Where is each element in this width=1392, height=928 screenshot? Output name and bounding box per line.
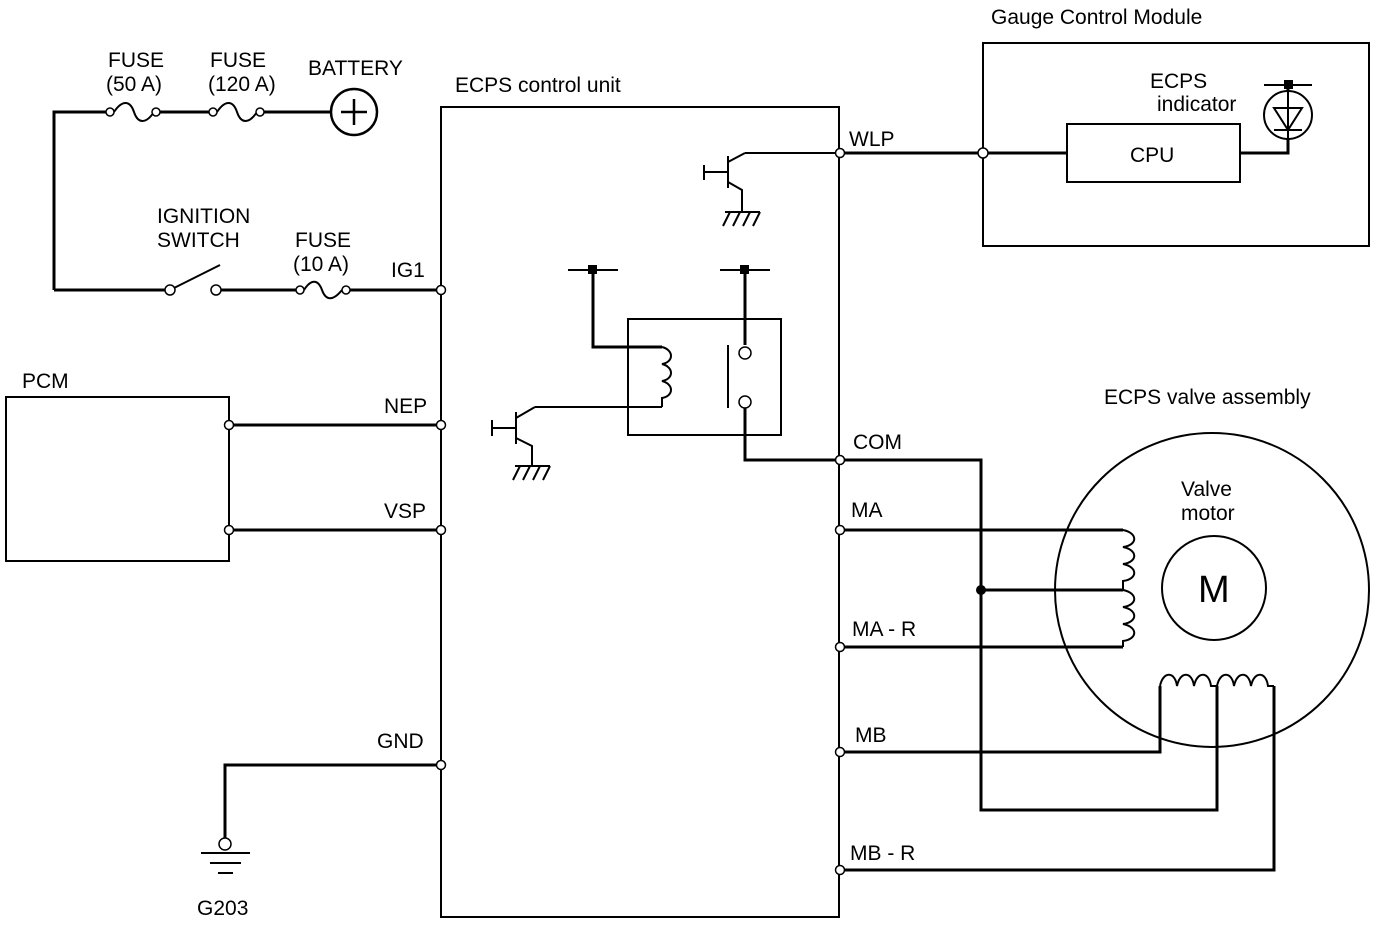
battery-icon — [329, 87, 379, 137]
pin-ig1-label: IG1 — [391, 259, 425, 282]
coil-a-icon — [1122, 529, 1136, 647]
fuse-50a-label-2: (50 A) — [106, 73, 162, 96]
fuse-50a-label-1: FUSE — [108, 49, 164, 72]
wlp-transistor-icon — [703, 152, 836, 227]
pin-nep — [435, 419, 447, 431]
ignition-switch-icon — [164, 264, 222, 296]
motor-icon: M — [1161, 535, 1267, 641]
pin-com — [834, 454, 846, 466]
ignition-circuit: IGNITION SWITCH FUSE (10 A) — [54, 205, 437, 300]
battery-feed-circuit: FUSE (50 A) FUSE (120 A) BATTERY — [52, 49, 403, 290]
pin-ig1 — [435, 284, 447, 296]
ecps-indicator-label-2: indicator — [1157, 93, 1236, 116]
pin-ma-label: MA — [851, 499, 883, 522]
fuse-10a-label-1: FUSE — [295, 229, 351, 252]
gauge-control-module-label: Gauge Control Module — [991, 6, 1202, 29]
pin-nep-label: NEP — [384, 395, 427, 418]
pin-mb — [834, 746, 846, 758]
coil-b-icon — [1159, 673, 1274, 687]
ground-g203: G203 — [197, 763, 437, 920]
pin-vsp — [435, 524, 447, 536]
fuse-10a — [295, 280, 351, 300]
motor-label: M — [1198, 569, 1230, 611]
pin-gnd-label: GND — [377, 730, 424, 753]
valve-motor-label-1: Valve — [1181, 478, 1232, 501]
pin-mb-label: MB — [855, 724, 887, 747]
ignition-switch-label-2: SWITCH — [157, 229, 240, 252]
pin-mb-r-label: MB - R — [850, 842, 915, 865]
ignition-switch-label-1: IGNITION — [157, 205, 250, 228]
ecps-control-unit-label: ECPS control unit — [455, 74, 621, 97]
pin-vsp-label: VSP — [384, 500, 426, 523]
pcm-label: PCM — [22, 370, 69, 393]
fuse-120a-label-1: FUSE — [210, 49, 266, 72]
pin-wlp — [834, 147, 846, 159]
gauge-control-module: Gauge Control Module CPU ECPS indicator — [844, 6, 1370, 247]
pin-com-label: COM — [853, 431, 902, 454]
pin-ma-r-label: MA - R — [852, 618, 916, 641]
pin-gnd — [435, 759, 447, 771]
pin-ma-r — [834, 641, 846, 653]
ground-icon — [201, 852, 250, 874]
fuse-10a-label-2: (10 A) — [293, 253, 349, 276]
battery-label: BATTERY — [308, 57, 403, 80]
ecps-control-unit: ECPS control unit IG1 NEP VSP GND WLP CO… — [377, 74, 916, 918]
pcm-module: PCM — [5, 370, 437, 562]
ecps-valve-assembly: ECPS valve assembly Valve motor M — [844, 386, 1370, 872]
pin-wlp-label: WLP — [849, 128, 895, 151]
ecps-indicator-label-1: ECPS — [1150, 70, 1207, 93]
cpu-label: CPU — [1130, 144, 1174, 167]
fuse-120a — [208, 102, 265, 122]
relay-transistor-icon — [491, 406, 551, 481]
fuse-120a-label-2: (120 A) — [208, 73, 276, 96]
relay-icon — [535, 265, 836, 462]
valve-motor-label-2: motor — [1181, 502, 1235, 525]
pin-mb-r — [834, 864, 846, 876]
ground-label: G203 — [197, 897, 248, 920]
pin-ma — [834, 524, 846, 536]
fuse-50a — [105, 102, 161, 122]
valve-assembly-label: ECPS valve assembly — [1104, 386, 1311, 409]
led-indicator-icon — [1263, 80, 1313, 140]
